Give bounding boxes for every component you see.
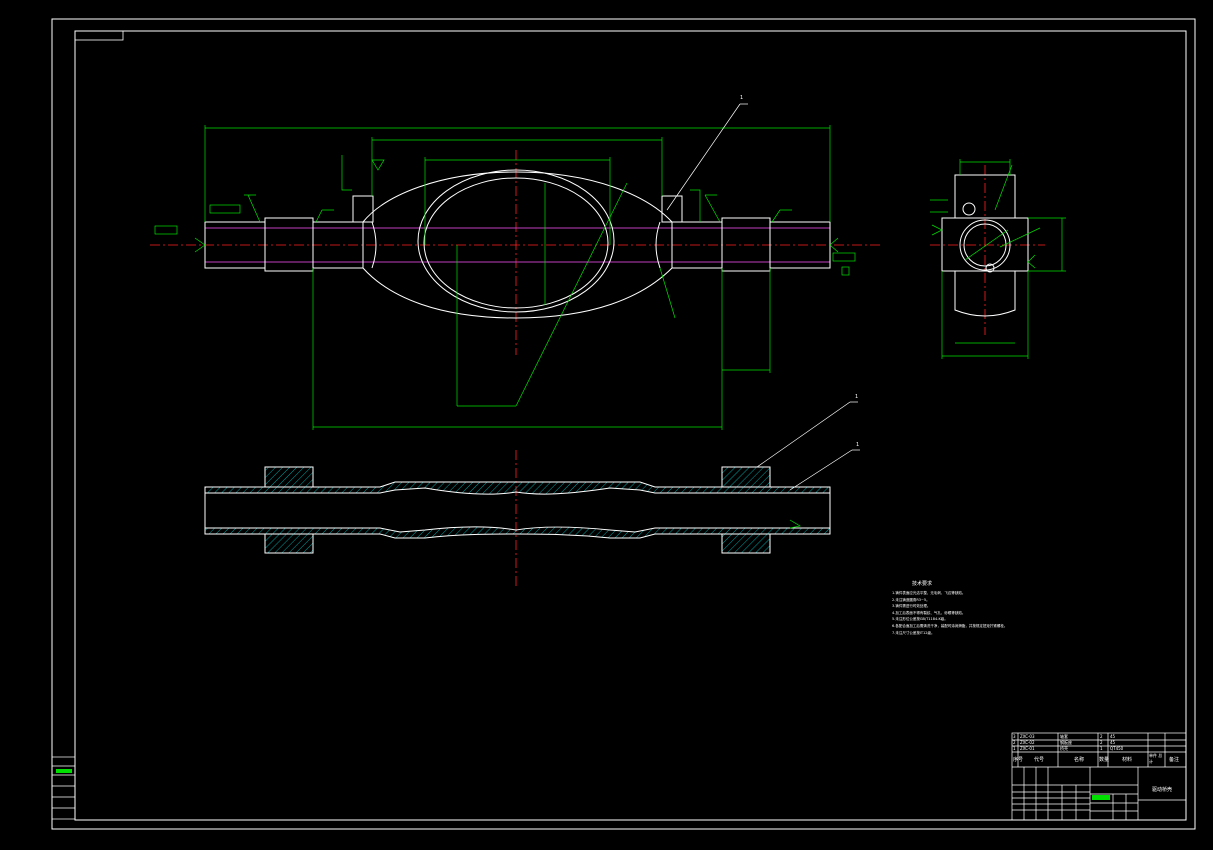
requirement-line: 6.各配合面加工后需清洗干净，装配时涂润滑脂，并按规定扭矩拧紧螺栓。 <box>892 623 1008 628</box>
side-view <box>930 159 1066 359</box>
title-block-grid <box>1011 732 1187 821</box>
part-material: QT450 <box>1110 746 1124 751</box>
drawing-title: 驱动桥壳 <box>1152 787 1173 793</box>
balloon-1-front: 1 <box>740 95 744 101</box>
code-box-top-left <box>74 30 124 41</box>
part-no: 3 <box>1013 734 1016 739</box>
sheet-outer-border <box>51 18 1196 830</box>
part-qty: 1 <box>1100 746 1103 751</box>
part-material: 45 <box>1110 734 1116 739</box>
header-name: 名称 <box>1074 757 1085 763</box>
front-view-dimensions <box>154 103 856 430</box>
part-no: 1 <box>1013 746 1016 751</box>
part-name: 钢板座 <box>1060 740 1072 745</box>
part-code: ZXC-01 <box>1020 746 1035 751</box>
balloon-1-section-upper: 1 <box>855 394 859 400</box>
requirement-line: 2.未注铸造圆角R3~5。 <box>892 597 930 602</box>
requirement-line: 5.未注形位公差按GB/T1184-K级。 <box>892 617 948 622</box>
part-qty: 2 <box>1100 734 1103 739</box>
requirement-line: 4.加工后表面不得有裂纹、气孔、砂眼等缺陷。 <box>892 610 966 615</box>
part-no: 2 <box>1013 740 1016 745</box>
header-weight: 单件 总计 <box>1149 753 1163 764</box>
part-material: 45 <box>1110 740 1116 745</box>
part-name: 桥壳 <box>1060 746 1068 751</box>
side-stamp-table <box>51 756 76 820</box>
requirement-line: 1.铸件表面应光洁平整，无毛刺、飞边等缺陷。 <box>892 591 966 595</box>
part-name: 轴套 <box>1060 734 1068 739</box>
requirement-line: 7.未注尺寸公差按IT12级。 <box>892 630 935 635</box>
section-view <box>204 401 860 588</box>
balloon-1-section-lower: 1 <box>856 442 860 448</box>
part-code: ZXC-03 <box>1020 734 1035 739</box>
header-qty: 数量 <box>1099 757 1110 763</box>
part-code: ZXC-02 <box>1020 740 1035 745</box>
header-no: 序号 <box>1013 757 1024 763</box>
header-code: 代号 <box>1034 757 1045 763</box>
header-material: 材料 <box>1122 757 1133 763</box>
technical-requirements-title: 技术要求 <box>912 581 933 587</box>
front-view <box>150 150 883 355</box>
header-remarks: 备注 <box>1169 757 1180 763</box>
sheet-inner-border <box>74 30 1187 821</box>
technical-requirements: 1.铸件表面应光洁平整，无毛刺、飞边等缺陷。 2.未注铸造圆角R3~5。 3.铸… <box>892 590 1008 636</box>
requirement-line: 3.铸件需进行时效处理。 <box>892 604 931 609</box>
part-qty: 2 <box>1100 740 1103 745</box>
